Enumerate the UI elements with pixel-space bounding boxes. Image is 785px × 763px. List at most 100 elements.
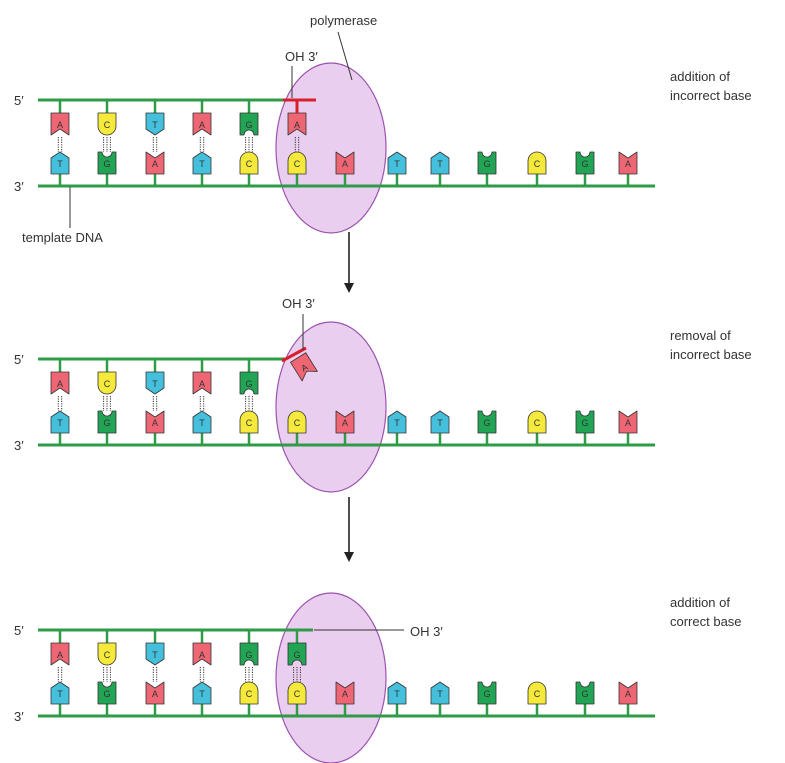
template-base: T [387,151,407,175]
template-base: T [387,410,407,434]
template-base: G [575,410,595,434]
base-letter: T [152,379,158,389]
base-letter: A [57,379,63,389]
template-base: C [287,410,307,434]
base-letter: A [57,650,63,660]
new-strand-base: C [97,642,117,666]
hydrogen-bond [103,396,111,411]
panel-caption: incorrect base [670,347,752,362]
base-letter: C [534,159,541,169]
base-letter: C [246,418,253,428]
base-letter: T [394,418,400,428]
template-base: A [145,681,165,705]
template-base: C [527,410,547,434]
base-letter: T [152,650,158,660]
base-letter: C [104,379,111,389]
polymerase-ellipse-icon [275,592,387,763]
template-base: C [239,410,259,434]
hydrogen-bond [152,396,158,411]
panel-caption: correct base [670,614,742,629]
base-letter: T [152,120,158,130]
template-base: C [287,151,307,175]
panel-caption: addition of [670,595,730,610]
base-letter: T [394,689,400,699]
template-base: T [50,410,70,434]
base-letter: C [534,418,541,428]
template-base: A [335,410,355,434]
new-strand-base: C [97,371,117,395]
base-letter: C [294,159,301,169]
base-letter: C [246,689,253,699]
base-letter: C [294,418,301,428]
new-strand-base: T [145,112,165,136]
polymerase-label: polymerase [310,13,377,28]
base-letter: G [483,418,490,428]
base-letter: C [104,650,111,660]
base-letter: T [394,159,400,169]
base-letter: A [342,159,348,169]
base-letter: C [104,120,111,130]
hydrogen-bond [245,396,253,411]
template-base: A [335,681,355,705]
base-letter: C [534,689,541,699]
new-strand-base: A [192,112,212,136]
base-letter: T [437,159,443,169]
template-base: G [97,151,117,175]
template-base: T [430,410,450,434]
hydrogen-bond [103,137,111,152]
three-prime-label: 3′ [14,709,24,724]
down-arrow-icon [344,232,354,293]
three-prime-label: 3′ [14,438,24,453]
down-arrow-icon [344,497,354,562]
template-base: T [430,681,450,705]
base-letter: C [246,159,253,169]
new-strand-base: G [239,642,259,666]
hydrogen-bond [57,667,63,682]
template-base: T [192,410,212,434]
base-letter: G [245,120,252,130]
base-letter: A [152,159,158,169]
new-strand-base: G [239,371,259,395]
base-letter: A [299,362,309,374]
template-base: C [239,681,259,705]
base-letter: A [152,418,158,428]
template-base: A [618,681,638,705]
base-letter: T [437,418,443,428]
polymerase-ellipse-icon [275,62,387,234]
base-letter: T [199,159,205,169]
template-base: A [335,151,355,175]
template-base: A [618,151,638,175]
base-letter: G [581,689,588,699]
template-base: T [430,151,450,175]
hydrogen-bond [152,137,158,152]
base-letter: G [103,418,110,428]
five-prime-label: 5′ [14,93,24,108]
five-prime-label: 5′ [14,352,24,367]
base-letter: G [293,650,300,660]
new-strand-base: A [50,642,70,666]
base-letter: A [152,689,158,699]
base-letter: A [625,418,631,428]
template-base: T [192,151,212,175]
new-strand-base: G [287,642,307,666]
new-strand-base: T [145,642,165,666]
base-letter: G [483,689,490,699]
base-letter: G [245,650,252,660]
base-letter: A [199,379,205,389]
base-letter: T [199,418,205,428]
base-letter: A [342,418,348,428]
hydrogen-bond [245,137,253,152]
template-base: G [575,151,595,175]
new-strand-base: G [239,112,259,136]
cleaved-bond [281,346,307,363]
three-prime-label: 3′ [14,179,24,194]
template-base: A [618,410,638,434]
template-base: G [97,681,117,705]
base-letter: T [57,418,63,428]
base-letter: T [437,689,443,699]
template-base: G [477,410,497,434]
hydrogen-bond [57,396,63,411]
base-letter: A [199,650,205,660]
